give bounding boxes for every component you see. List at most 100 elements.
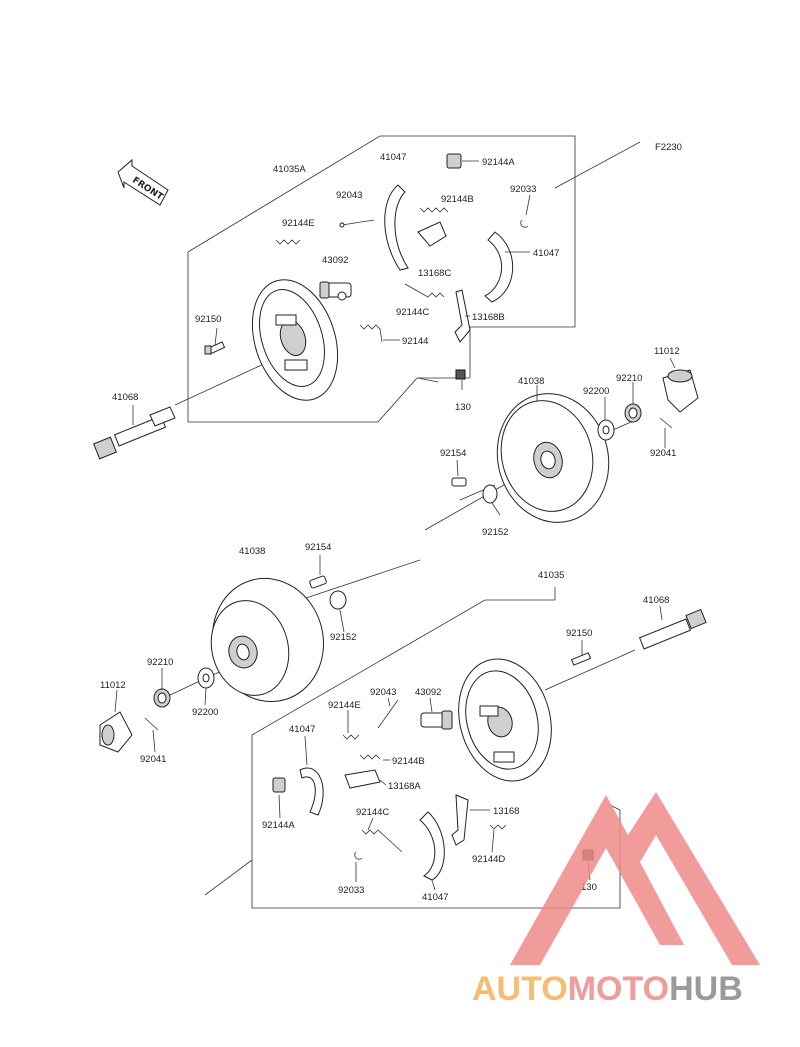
spring-92144D-bottom bbox=[489, 824, 507, 830]
part-label: 92144A bbox=[262, 820, 295, 831]
part-label: 92041 bbox=[140, 754, 166, 765]
part-label: 92210 bbox=[147, 657, 173, 668]
part-label: 92154 bbox=[440, 448, 466, 459]
bolt-92154-bottom bbox=[309, 575, 327, 589]
backing-plate-top bbox=[251, 279, 339, 401]
lever-13168B-top bbox=[454, 289, 471, 343]
bolt-92150-bottom bbox=[570, 652, 592, 666]
pin-92043-bottom bbox=[377, 699, 399, 729]
watermark-part3: HUB bbox=[669, 970, 743, 1008]
part-label: 92033 bbox=[338, 885, 364, 896]
spring-92144E-top bbox=[275, 239, 301, 245]
diagram-code: F2230 bbox=[655, 142, 682, 153]
cap-11012-right bbox=[662, 369, 699, 413]
part-label: 41038 bbox=[518, 376, 544, 387]
part-label: 92144D bbox=[472, 854, 505, 865]
wheel-cylinder-top bbox=[319, 281, 352, 301]
part-label: 13168C bbox=[418, 268, 451, 279]
part-label: 92200 bbox=[583, 386, 609, 397]
axle-41068-top bbox=[93, 406, 176, 460]
nut-92210-left bbox=[153, 688, 171, 708]
part-label: 43092 bbox=[415, 687, 441, 698]
part-label: 92150 bbox=[195, 314, 221, 325]
part-label: 41035A bbox=[273, 164, 306, 175]
part-label: 92041 bbox=[650, 448, 676, 459]
bolt-92154-top bbox=[451, 477, 467, 487]
brake-shoe-41047-bottom-a bbox=[299, 767, 324, 816]
cap-11012-left bbox=[99, 711, 133, 753]
brake-drum-41038-bottom bbox=[210, 577, 324, 703]
part-label: 13168A bbox=[388, 781, 421, 792]
front-arrow-icon: FRONT bbox=[117, 158, 169, 206]
pin-92041-right bbox=[659, 417, 673, 429]
part-label: 13168B bbox=[472, 312, 505, 323]
part-label: 92043 bbox=[370, 687, 396, 698]
seal-92152-bottom bbox=[329, 590, 347, 610]
part-label: 92144B bbox=[441, 194, 474, 205]
assembly-frame-lines bbox=[169, 135, 641, 909]
part-label: 41038 bbox=[239, 546, 265, 557]
pin-92041-left bbox=[144, 717, 159, 731]
part-label: 92144C bbox=[396, 307, 429, 318]
part-labels: F2230 41035A 41047 92144A 92043 92144B 9… bbox=[100, 142, 682, 903]
watermark-triangle-icon bbox=[510, 792, 760, 965]
brake-shoe-41047-top-a bbox=[384, 184, 409, 271]
spring-92144B-bottom bbox=[359, 754, 381, 760]
lever-13168-bottom bbox=[451, 794, 469, 846]
part-label: 43092 bbox=[322, 255, 348, 266]
washer-92200-left bbox=[197, 667, 215, 689]
part-label: 130 bbox=[455, 402, 471, 413]
part-label: 92144A bbox=[482, 157, 515, 168]
seal-92152-top bbox=[482, 484, 498, 504]
bolt-92150-top bbox=[204, 341, 226, 355]
washer-92200-right bbox=[597, 419, 615, 441]
part-label: 92144E bbox=[328, 700, 361, 711]
part-label: 92210 bbox=[616, 373, 642, 384]
spring-92144E-bottom bbox=[342, 734, 360, 740]
lever-13168A-bottom bbox=[344, 769, 381, 789]
part-label: 92200 bbox=[192, 707, 218, 718]
part-label: 92043 bbox=[336, 190, 362, 201]
watermark-part1: AUTO bbox=[472, 970, 568, 1008]
watermark-logo: AUTOMOTOHUB bbox=[472, 792, 760, 1008]
part-label: 92144E bbox=[282, 218, 315, 229]
part-label: 41035 bbox=[538, 570, 564, 581]
part-label: 41047 bbox=[533, 248, 559, 259]
watermark-part2: MOTO bbox=[568, 970, 669, 1008]
nut-92210-right bbox=[624, 403, 642, 423]
part-label: 92144C bbox=[356, 807, 389, 818]
wheel-cylinder-bottom bbox=[420, 710, 453, 730]
axle-41068-bottom bbox=[638, 608, 707, 650]
pin-92043-top bbox=[339, 219, 375, 228]
part-label: 13168 bbox=[493, 806, 519, 817]
ring-92033-bottom bbox=[354, 851, 363, 860]
lever-13168C-top bbox=[417, 221, 447, 247]
part-label: 92152 bbox=[482, 527, 508, 538]
part-label: 92144 bbox=[402, 336, 428, 347]
spring-92144C-top bbox=[404, 283, 445, 298]
part-label: 41047 bbox=[380, 152, 406, 163]
part-label: 41068 bbox=[112, 392, 138, 403]
spring-92144C-bottom bbox=[361, 829, 403, 853]
brake-shoe-41047-bottom-b bbox=[419, 811, 445, 881]
part-label: 92150 bbox=[566, 628, 592, 639]
bolt-130-top bbox=[455, 369, 466, 380]
brake-shoe-41047-top-b bbox=[484, 231, 514, 303]
part-label: 92154 bbox=[305, 542, 331, 553]
brake-drum-41038-top bbox=[496, 393, 610, 523]
backing-plate-bottom bbox=[458, 658, 552, 782]
part-label: 41068 bbox=[643, 595, 669, 606]
ring-92033-top bbox=[520, 219, 529, 228]
watermark-text: AUTOMOTOHUB bbox=[472, 970, 743, 1008]
part-label: 92152 bbox=[330, 632, 356, 643]
part-label: 11012 bbox=[654, 346, 680, 357]
part-label: 92144B bbox=[392, 756, 425, 767]
part-label: 11012 bbox=[100, 680, 126, 691]
spring-92144-top bbox=[359, 324, 383, 343]
part-label: 41047 bbox=[422, 892, 448, 903]
clip-92144A-bottom bbox=[272, 777, 286, 793]
clip-92144A-top bbox=[446, 153, 462, 169]
spring-92144B-top bbox=[419, 207, 449, 213]
part-label: 41047 bbox=[289, 724, 315, 735]
